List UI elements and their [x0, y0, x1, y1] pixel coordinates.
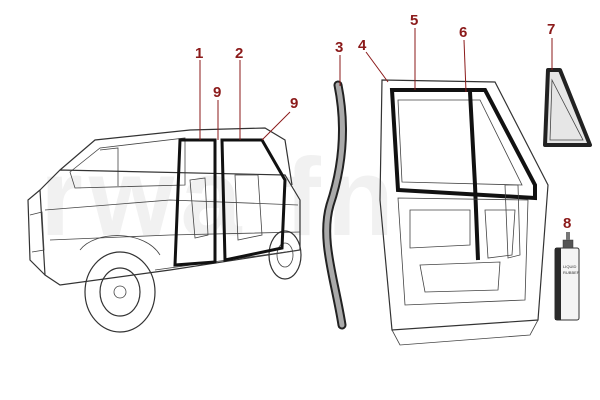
callout-3: 3 — [335, 39, 343, 56]
callout-7: 7 — [547, 21, 555, 38]
callout-9b: 9 — [290, 95, 298, 112]
rear-door-opening-seal — [220, 138, 287, 262]
callout-6: 6 — [459, 24, 467, 41]
front-door-opening-seal — [173, 138, 217, 267]
callout-4: 4 — [358, 37, 367, 54]
callout-2: 2 — [235, 45, 243, 62]
callout-9a: 9 — [213, 84, 221, 101]
leader-6 — [463, 39, 467, 93]
callout-5: 5 — [410, 12, 418, 29]
window-channel-seal — [468, 91, 480, 261]
door-illustration — [379, 79, 549, 346]
liquid-rubber-tube: LIQUID RUBBER — [554, 232, 580, 321]
tube-label-line1: LIQUID — [563, 264, 576, 269]
watermark: rwa fn — [40, 136, 400, 259]
callout-8: 8 — [563, 215, 571, 232]
leader-4 — [365, 51, 389, 83]
leader-9b — [261, 111, 291, 141]
tube-label-line2: RUBBER — [563, 270, 580, 275]
window-frame-seal — [389, 88, 537, 201]
callout-1: 1 — [195, 45, 203, 62]
car-illustration — [27, 127, 302, 333]
